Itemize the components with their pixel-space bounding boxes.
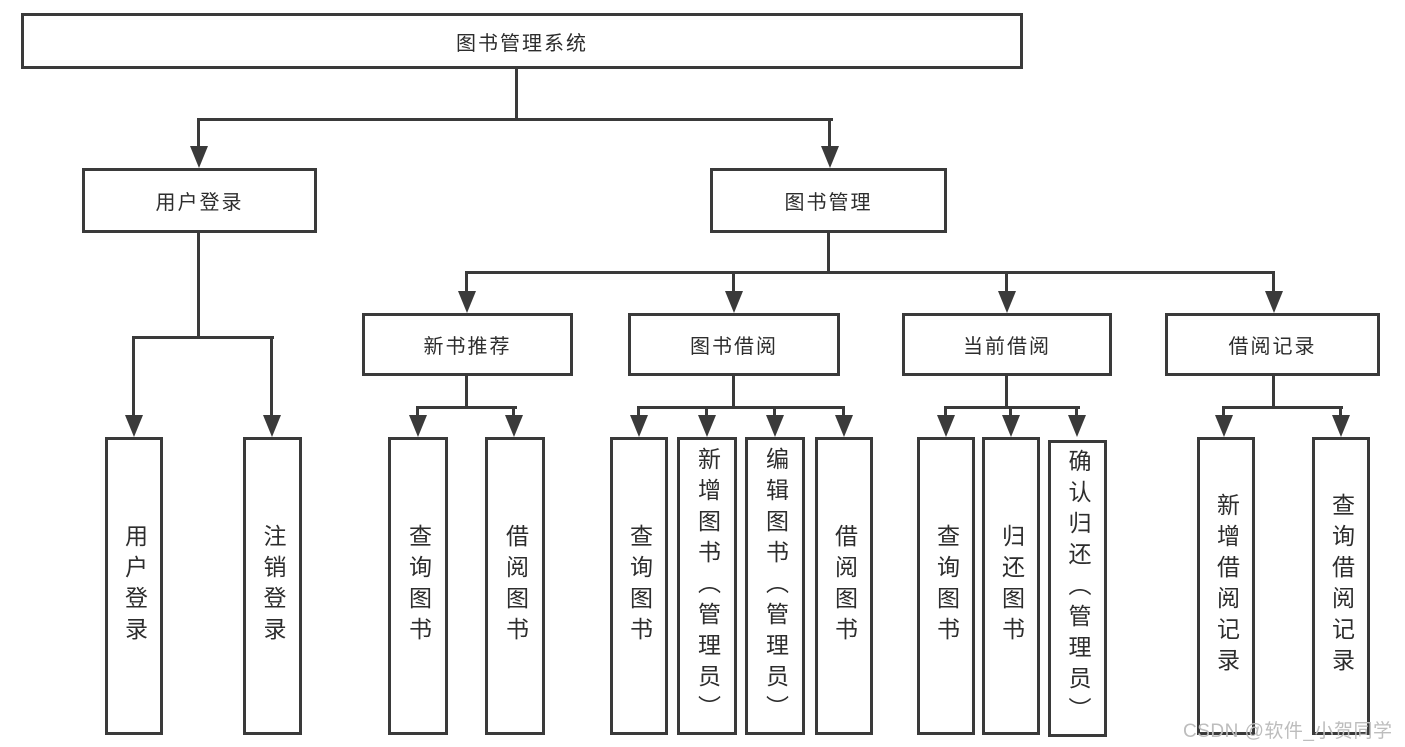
arrow-down-icon <box>1215 415 1233 437</box>
arrow-down-icon <box>458 291 476 313</box>
arrow-down-icon <box>1265 291 1283 313</box>
connector-arrow-stem <box>842 406 845 418</box>
leaf-label: 借阅图书 <box>831 524 858 648</box>
leaf-label: 查询图书 <box>933 524 960 648</box>
leaf-query-books-recommend: 查询图书 <box>388 437 448 735</box>
connector-arrow-stem <box>465 271 468 293</box>
arrow-down-icon <box>998 291 1016 313</box>
leaf-label: 新增借阅记录 <box>1213 493 1240 679</box>
leaf-query-borrow-record: 查询借阅记录 <box>1312 437 1370 735</box>
connector-arrow-stem <box>637 406 640 418</box>
leaf-label: 编辑图书（管理员） <box>762 446 789 726</box>
leaf-return-books: 归还图书 <box>982 437 1040 735</box>
connector-arrow-stem <box>1009 406 1012 418</box>
leaf-label: 确认归还（管理员） <box>1065 449 1091 728</box>
leaf-label: 查询图书 <box>626 524 653 648</box>
connector-arrow-stem <box>1005 271 1008 293</box>
connector-root-stem <box>515 69 518 118</box>
arrow-down-icon <box>190 146 208 168</box>
connector-stem <box>732 376 735 409</box>
arrow-down-icon <box>125 415 143 437</box>
connector-stem <box>1005 376 1008 409</box>
node-borrowing-records: 借阅记录 <box>1165 313 1380 376</box>
leaf-confirm-return-admin: 确认归还（管理员） <box>1048 440 1107 737</box>
leaf-add-books-admin: 新增图书（管理员） <box>677 437 737 735</box>
connector-stem <box>465 376 468 409</box>
arrow-down-icon <box>263 415 281 437</box>
connector-arrow-stem <box>1075 406 1078 418</box>
leaf-query-books-borrowing: 查询图书 <box>610 437 668 735</box>
connector-arrow-stem <box>132 336 135 417</box>
leaf-edit-books-admin: 编辑图书（管理员） <box>745 437 805 735</box>
arrow-down-icon <box>725 291 743 313</box>
arrow-down-icon <box>1002 415 1020 437</box>
node-current-borrowing: 当前借阅 <box>902 313 1112 376</box>
leaf-label: 归还图书 <box>998 524 1025 648</box>
connector-arrow-stem <box>773 406 776 418</box>
leaf-query-books-current: 查询图书 <box>917 437 975 735</box>
connector-arrow-stem <box>416 406 419 418</box>
connector-arrow-stem <box>1222 406 1225 418</box>
leaf-borrow-books-borrowing: 借阅图书 <box>815 437 873 735</box>
connector-arrow-stem <box>944 406 947 418</box>
connector-user-login-rail <box>132 336 274 339</box>
arrow-down-icon <box>698 415 716 437</box>
connector-arrow-stem <box>1339 406 1342 418</box>
connector-rail <box>416 406 517 409</box>
arrow-down-icon <box>505 415 523 437</box>
node-book-borrowing: 图书借阅 <box>628 313 840 376</box>
arrow-down-icon <box>630 415 648 437</box>
connector-arrow-stem <box>512 406 515 418</box>
node-new-book-recommend: 新书推荐 <box>362 313 573 376</box>
arrow-down-icon <box>1332 415 1350 437</box>
arrow-down-icon <box>766 415 784 437</box>
connector-arrow-stem <box>270 336 273 417</box>
leaf-label: 查询借阅记录 <box>1328 493 1355 679</box>
leaf-borrow-books-recommend: 借阅图书 <box>485 437 545 735</box>
connector-arrow-stem <box>1272 271 1275 293</box>
connector-level2-rail <box>197 118 833 121</box>
leaf-label: 借阅图书 <box>502 524 529 648</box>
leaf-logout: 注销登录 <box>243 437 302 735</box>
node-user-login: 用户登录 <box>82 168 317 233</box>
arrow-down-icon <box>1068 415 1086 437</box>
arrow-down-icon <box>409 415 427 437</box>
connector-arrow-book-mgmt-stem <box>828 118 831 148</box>
connector-arrow-stem <box>705 406 708 418</box>
connector-rail <box>944 406 1080 409</box>
node-book-management: 图书管理 <box>710 168 947 233</box>
arrow-down-icon <box>821 146 839 168</box>
connector-level3-rail <box>465 271 1275 274</box>
arrow-down-icon <box>937 415 955 437</box>
connector-arrow-user-login-stem <box>197 118 200 148</box>
leaf-user-login: 用户登录 <box>105 437 163 735</box>
node-book-management-system: 图书管理系统 <box>21 13 1023 69</box>
leaf-label: 查询图书 <box>405 524 432 648</box>
leaf-label: 注销登录 <box>260 524 286 648</box>
connector-rail <box>1222 406 1343 409</box>
leaf-label: 新增图书（管理员） <box>694 446 721 726</box>
connector-user-login-stem <box>197 233 200 339</box>
leaf-label: 用户登录 <box>121 524 148 648</box>
connector-book-mgmt-stem <box>827 233 830 274</box>
connector-stem <box>1272 376 1275 409</box>
connector-arrow-stem <box>732 271 735 293</box>
leaf-add-borrow-record: 新增借阅记录 <box>1197 437 1255 735</box>
csdn-watermark: CSDN @软件_小贺同学 <box>1183 721 1393 742</box>
connector-rail <box>637 406 845 409</box>
arrow-down-icon <box>835 415 853 437</box>
